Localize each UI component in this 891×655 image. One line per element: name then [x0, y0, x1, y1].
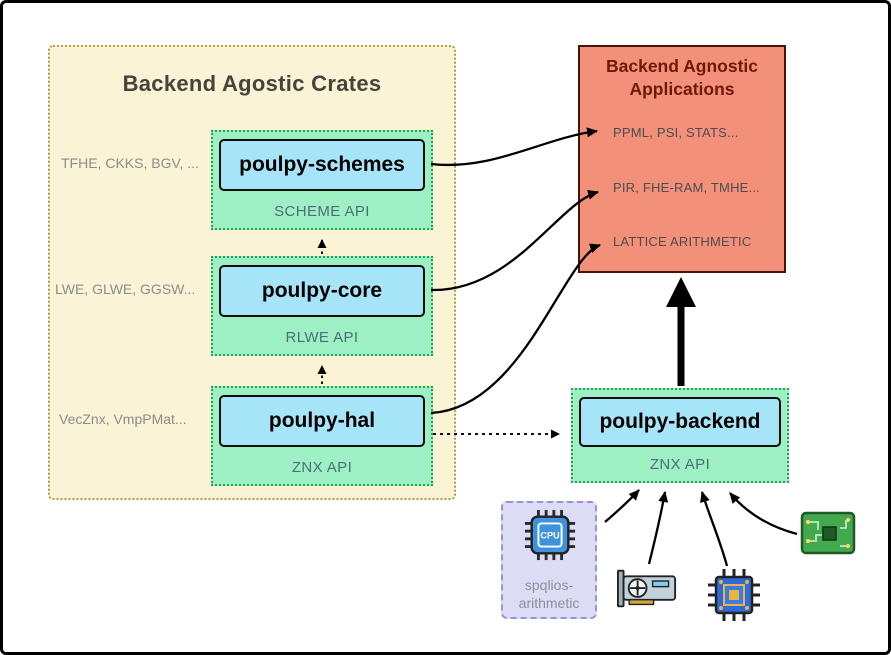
chip-icon [708, 569, 760, 621]
arrow-chip-to-backend [700, 491, 729, 567]
module-poulpy-backend: poulpy-backend ZNX API [571, 388, 789, 483]
poulpy-hal-box: poulpy-hal [219, 395, 425, 447]
application-item-lattice: LATTICE ARITHMETIC [613, 234, 752, 249]
arrow-cpu-to-backend [604, 489, 640, 523]
cpu-icon: CPU [524, 509, 576, 561]
poulpy-backend-box: poulpy-backend [579, 397, 781, 447]
module-poulpy-schemes: poulpy-schemes SCHEME API [211, 130, 433, 230]
application-item-pir: PIR, FHE-RAM, TMHE... [613, 180, 760, 195]
core-examples-label: LWE, GLWE, GGSW... [55, 281, 196, 297]
arrow-backend-to-apps-head [666, 277, 696, 307]
pcb-board-icon [800, 511, 856, 555]
poulpy-core-label: poulpy-core [261, 279, 383, 302]
gpu-icon [617, 569, 677, 608]
arrow-core-to-apps [430, 189, 599, 292]
znx-api-label: ZNX API [291, 459, 353, 476]
applications-panel-title: Backend Agnostic Applications [605, 56, 759, 99]
poulpy-schemes-box: poulpy-schemes [219, 139, 425, 191]
poulpy-hal-label: poulpy-hal [268, 409, 376, 432]
spqlios-arithmetic-label: spqlios- arithmetic [518, 577, 580, 611]
poulpy-schemes-label: poulpy-schemes [239, 153, 405, 176]
poulpy-backend-label: poulpy-backend [599, 410, 761, 433]
rlwe-api-label: RLWE API [285, 329, 359, 346]
applications-panel: Backend Agnostic Applications PPML, PSI,… [578, 45, 786, 273]
crates-panel-title: Backend Agostic Crates [122, 71, 382, 96]
module-poulpy-hal: poulpy-hal ZNX API [211, 386, 433, 486]
arrow-gpu-to-backend [647, 491, 669, 565]
hal-examples-label: VecZnx, VmpPMat... [59, 411, 187, 427]
backend-znx-api-label: ZNX API [649, 456, 711, 473]
poulpy-core-box: poulpy-core [219, 265, 425, 317]
arrow-pcb-to-backend [729, 492, 798, 536]
scheme-api-label: SCHEME API [274, 203, 370, 220]
schemes-examples-label: TFHE, CKKS, BGV, ... [61, 155, 199, 171]
module-poulpy-core: poulpy-core RLWE API [211, 256, 433, 356]
spqlios-arithmetic-box: CPU spqlios- arithmetic [501, 501, 597, 619]
cpu-icon-text: CPU [540, 530, 560, 540]
application-item-ppml: PPML, PSI, STATS... [613, 125, 739, 140]
